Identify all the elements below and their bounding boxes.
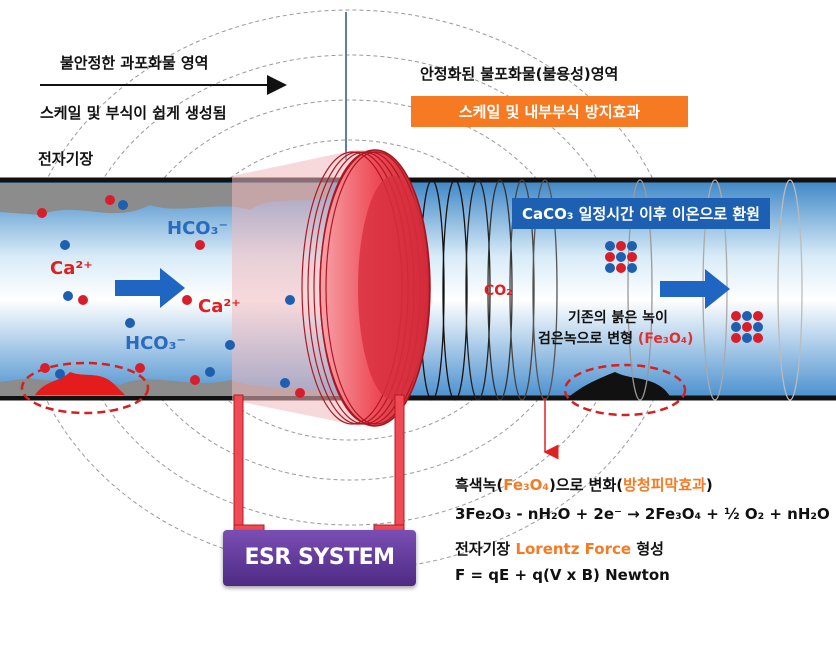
- reaction-equation: 3Fe₂O₃ - nH₂O + 2e⁻ → 2Fe₃O₄ + ½ O₂ + nH…: [455, 505, 830, 523]
- ion-ca-label-1: Ca²⁺: [50, 258, 93, 279]
- stable-region-label: 안정화된 불포화물(불용성)영역: [420, 65, 619, 83]
- scale-corrosion-note: 스케일 및 부식이 쉽게 생성됨: [40, 104, 227, 122]
- lorentz-suffix: 형성: [631, 540, 664, 558]
- rust-change-line2: 검은녹으로 변형 (Fe₃O₄): [538, 328, 693, 348]
- lorentz-prefix: 전자기장: [455, 540, 516, 558]
- flow-arrow-right: [660, 269, 730, 309]
- lorentz-note: 전자기장 Lorentz Force 형성: [455, 538, 664, 559]
- ion-hco3-label-2: HCO₃⁻: [125, 333, 186, 354]
- lorentz-formula: F = qE + q(V x B) Newton: [455, 566, 670, 584]
- red-rust-highlight: [20, 361, 150, 415]
- note-mid: )으로 변화(: [548, 476, 624, 494]
- flow-arrow-left: [115, 268, 185, 308]
- black-rust-highlight: [563, 363, 687, 417]
- prevention-effect-badge: 스케일 및 내부부식 방지효과: [411, 96, 688, 127]
- ion-hco3-label-1: HCO₃⁻: [167, 218, 228, 239]
- field-label: 전자기장: [38, 150, 94, 168]
- esr-coil: [232, 149, 431, 427]
- red-rust-deposit: [35, 372, 125, 395]
- rust-change-text: 검은녹으로 변형: [538, 331, 638, 347]
- co2-label: CO₂: [484, 283, 513, 299]
- crystal-cluster-2: [731, 311, 763, 343]
- note-prefix: 흑색녹(: [455, 476, 504, 494]
- rust-change-line1: 기존의 붉은 녹이: [568, 310, 668, 326]
- caco3-reduction-badge: CaCO₃ 일정시간 이후 이온으로 환원: [512, 198, 770, 229]
- unstable-region-label: 불안정한 과포화물 영역: [60, 54, 209, 72]
- rust-formula: (Fe₃O₄): [637, 331, 694, 347]
- ion-ca-label-2: Ca²⁺: [198, 296, 241, 317]
- note-suffix: ): [705, 476, 713, 494]
- ion-particles: [37, 195, 305, 398]
- note-formula: Fe₃O₄: [503, 476, 549, 494]
- crystal-cluster-1: [605, 241, 637, 273]
- note-effect: 방청피막효과: [623, 476, 706, 494]
- esr-system-device: ESR SYSTEM: [223, 530, 416, 586]
- black-rust-note: 흑색녹(Fe₃O₄)으로 변화(방청피막효과): [455, 474, 713, 495]
- lorentz-force-term: Lorentz Force: [515, 540, 632, 558]
